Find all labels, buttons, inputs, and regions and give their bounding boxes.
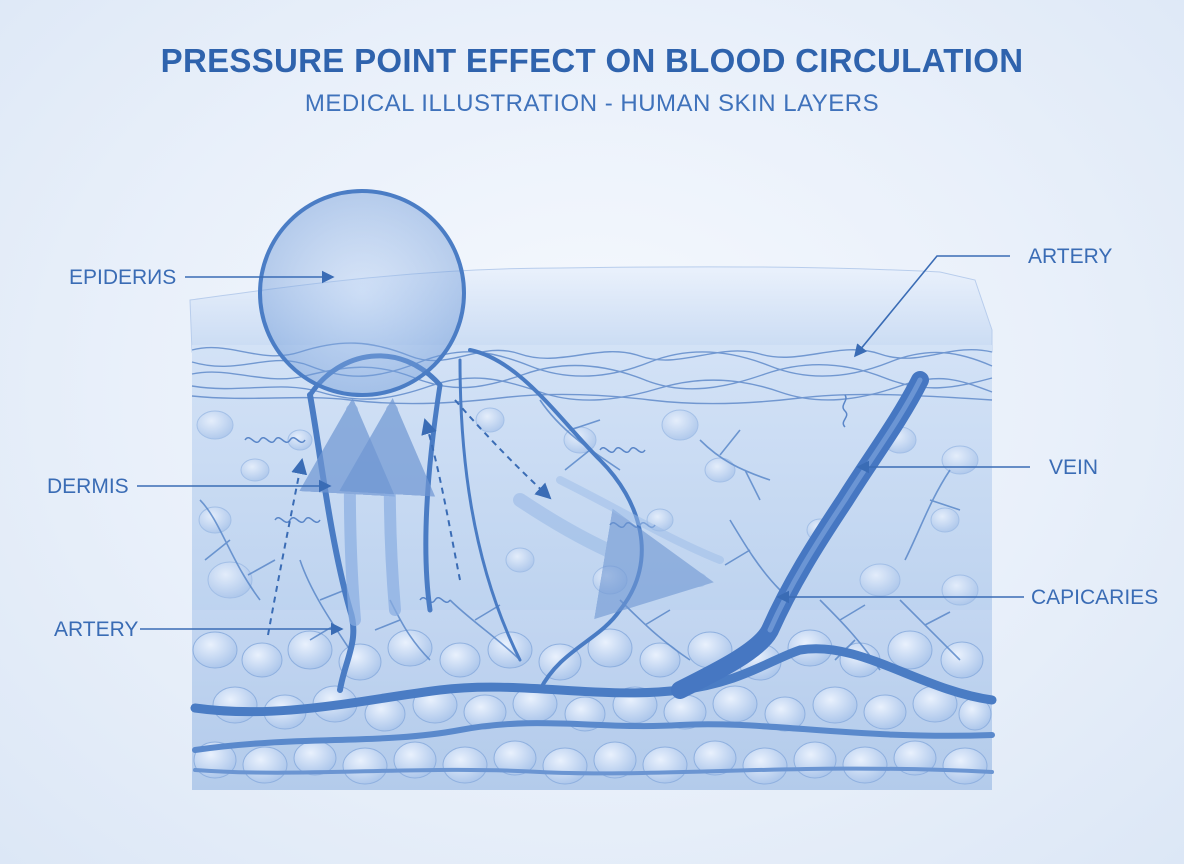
dashed-arrows — [267, 399, 552, 636]
label-epidermis: EPIDERИS — [69, 266, 177, 289]
label-artery-left: ARTERY — [54, 618, 139, 641]
label-vein: VEIN — [1049, 456, 1099, 479]
label-capillaries: CAPICARIES — [1031, 586, 1159, 609]
pressure-point-circle — [258, 189, 466, 397]
leader-lines — [137, 255, 1030, 636]
label-dermis: DERMIS — [47, 475, 129, 498]
flow-arrows — [299, 398, 724, 626]
diagram-subtitle: MEDICAL ILLUSTRATION - HUMAN SKIN LAYERS — [304, 90, 880, 117]
hypodermis-vessels — [190, 644, 997, 776]
diagram-title: PRESSURE POINT EFFECT ON BLOOD CIRCULATI… — [160, 42, 1024, 79]
label-artery-right: ARTERY — [1028, 245, 1113, 268]
capillary-network — [199, 399, 961, 671]
